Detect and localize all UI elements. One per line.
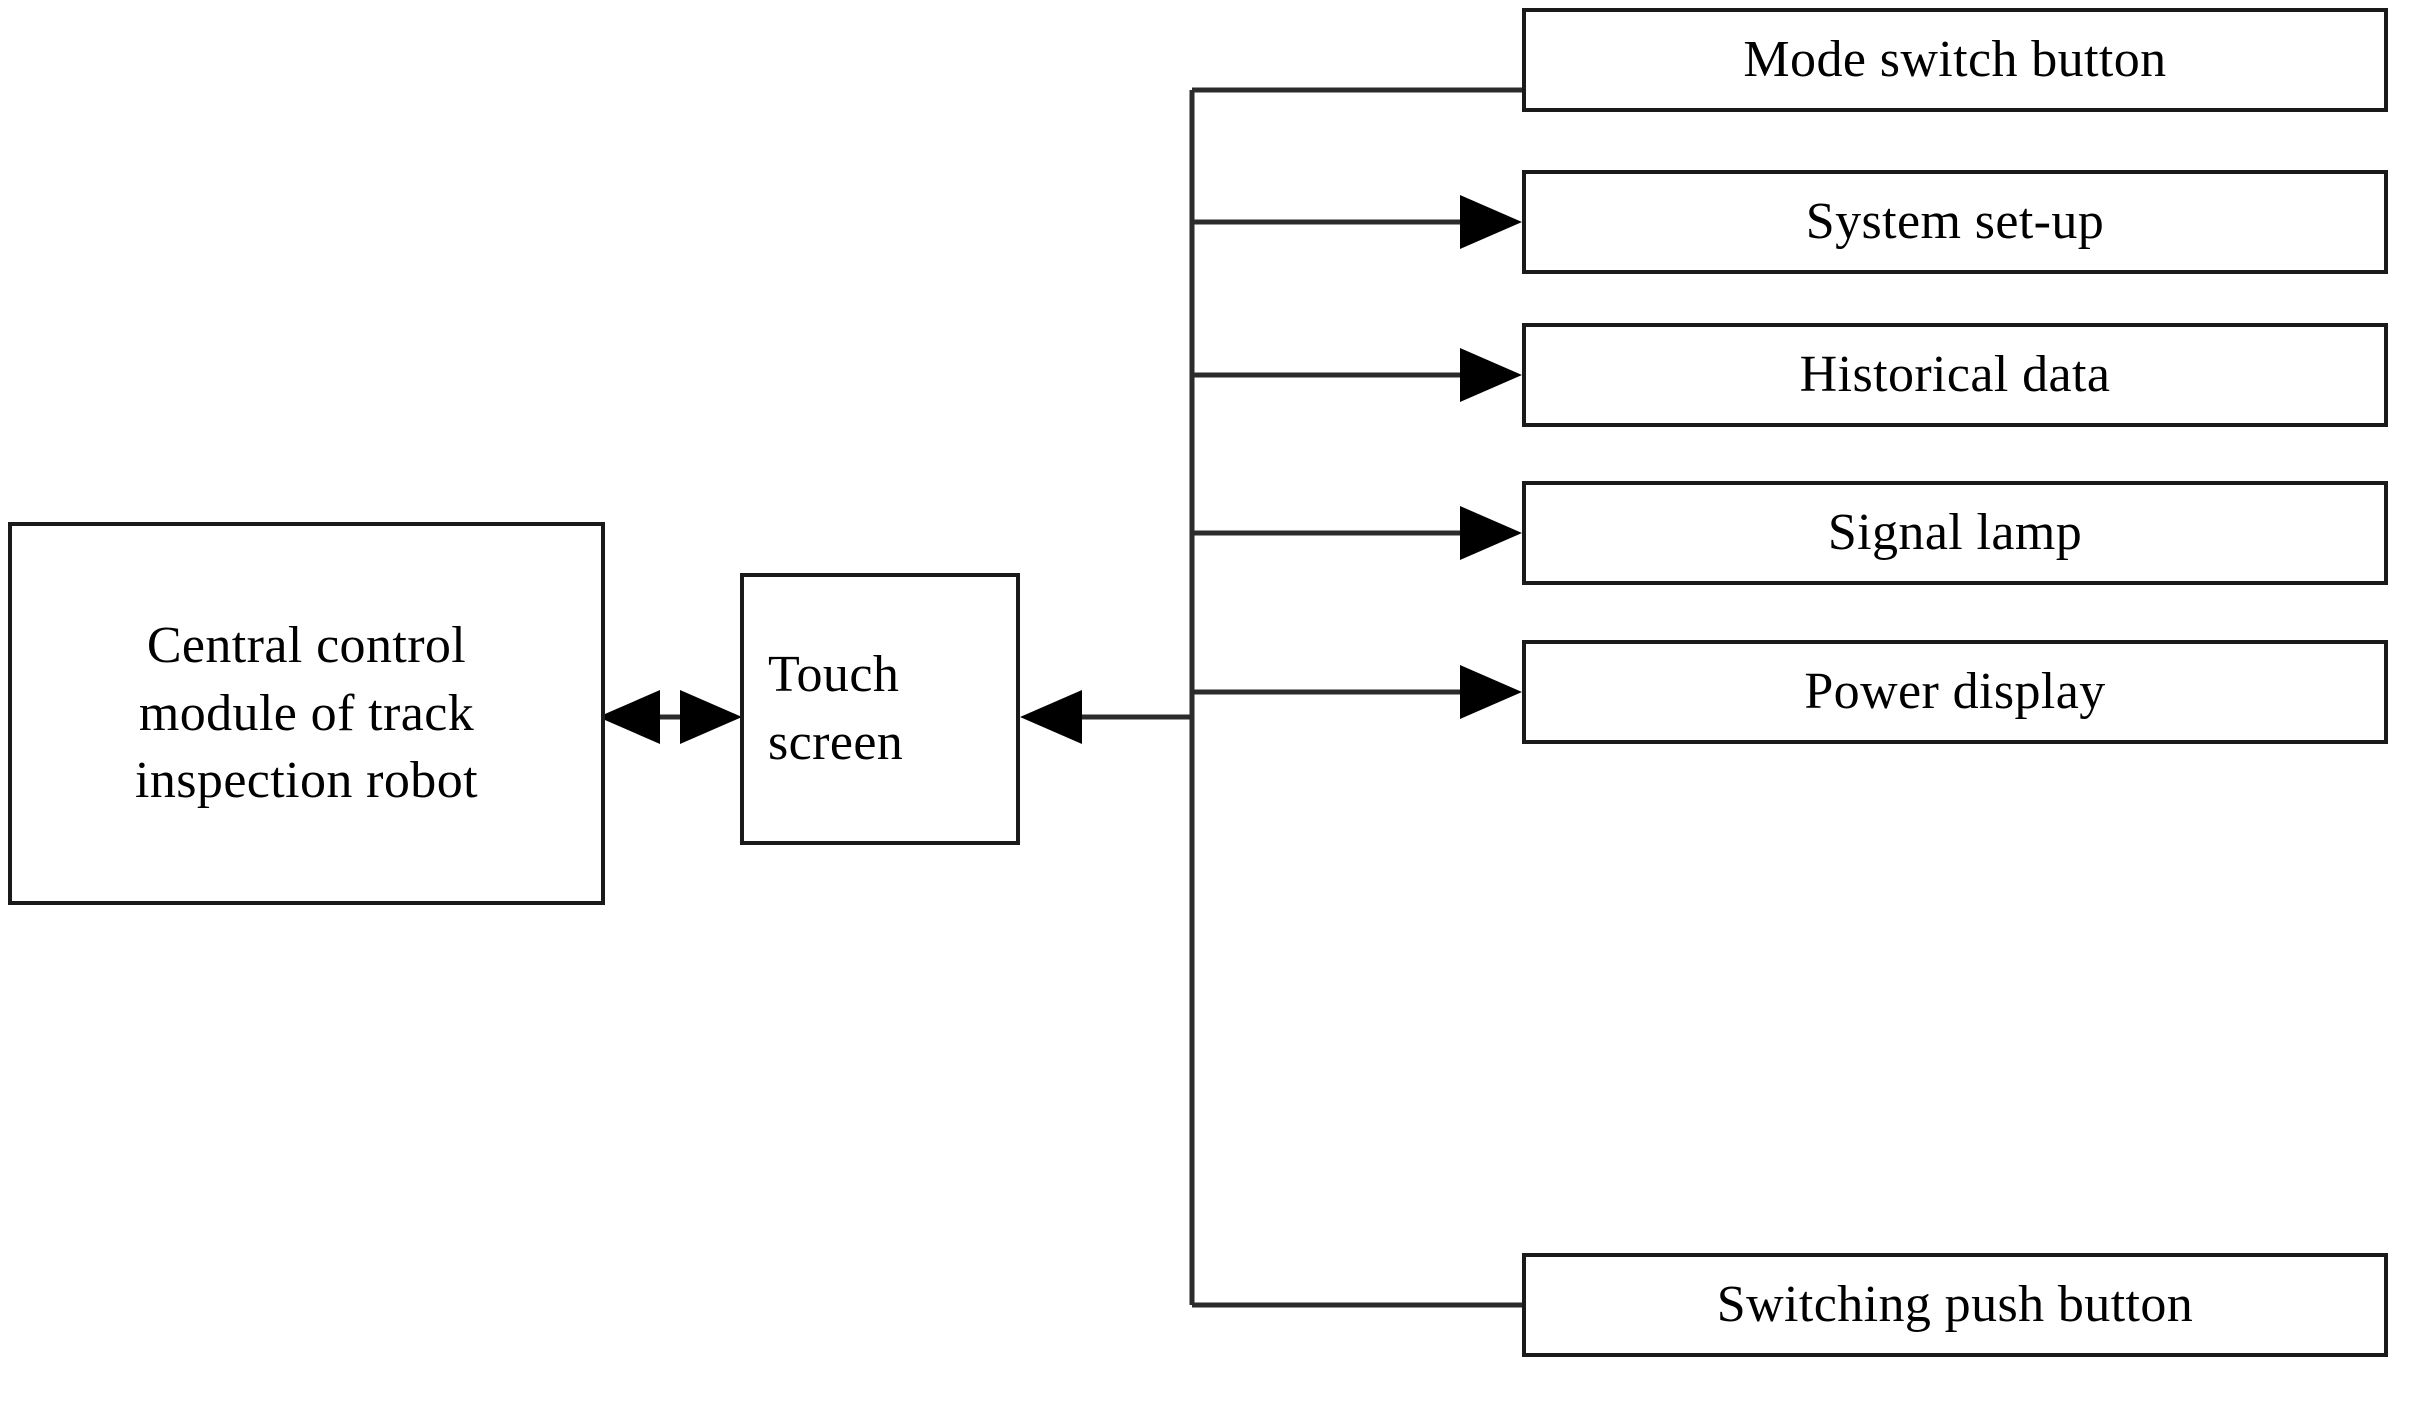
touch-screen-label: Touch screen [768, 646, 904, 771]
arrowhead-system-set-up [1460, 195, 1522, 249]
node-mode-switch-button[interactable]: Mode switch button [1522, 8, 2388, 112]
node-power-display[interactable]: Power display [1522, 640, 2388, 744]
system-set-up-label: System set-up [1805, 193, 2105, 251]
mode-switch-button-label: Mode switch button [1743, 31, 2167, 89]
signal-lamp-label: Signal lamp [1827, 504, 2083, 562]
arrowhead-signal-lamp [1460, 506, 1522, 560]
historical-data-label: Historical data [1799, 346, 2111, 404]
node-historical-data[interactable]: Historical data [1522, 323, 2388, 427]
switching-push-button-label: Switching push button [1716, 1276, 2194, 1334]
node-signal-lamp[interactable]: Signal lamp [1522, 481, 2388, 585]
arrowhead-toward-touch-screen [680, 690, 742, 744]
arrowhead-power-display [1460, 665, 1522, 719]
arrowhead-toward-central-control [598, 690, 660, 744]
arrowhead-bus-to-touch-screen [1020, 690, 1082, 744]
node-switching-push-button[interactable]: Switching push button [1522, 1253, 2388, 1357]
node-system-set-up[interactable]: System set-up [1522, 170, 2388, 274]
central-control-module-label: Central control module of track inspecti… [135, 617, 478, 810]
arrowhead-historical-data [1460, 348, 1522, 402]
power-display-label: Power display [1804, 663, 2106, 721]
node-touch-screen[interactable]: Touch screen [740, 573, 1020, 845]
node-central-control-module[interactable]: Central control module of track inspecti… [8, 522, 605, 905]
